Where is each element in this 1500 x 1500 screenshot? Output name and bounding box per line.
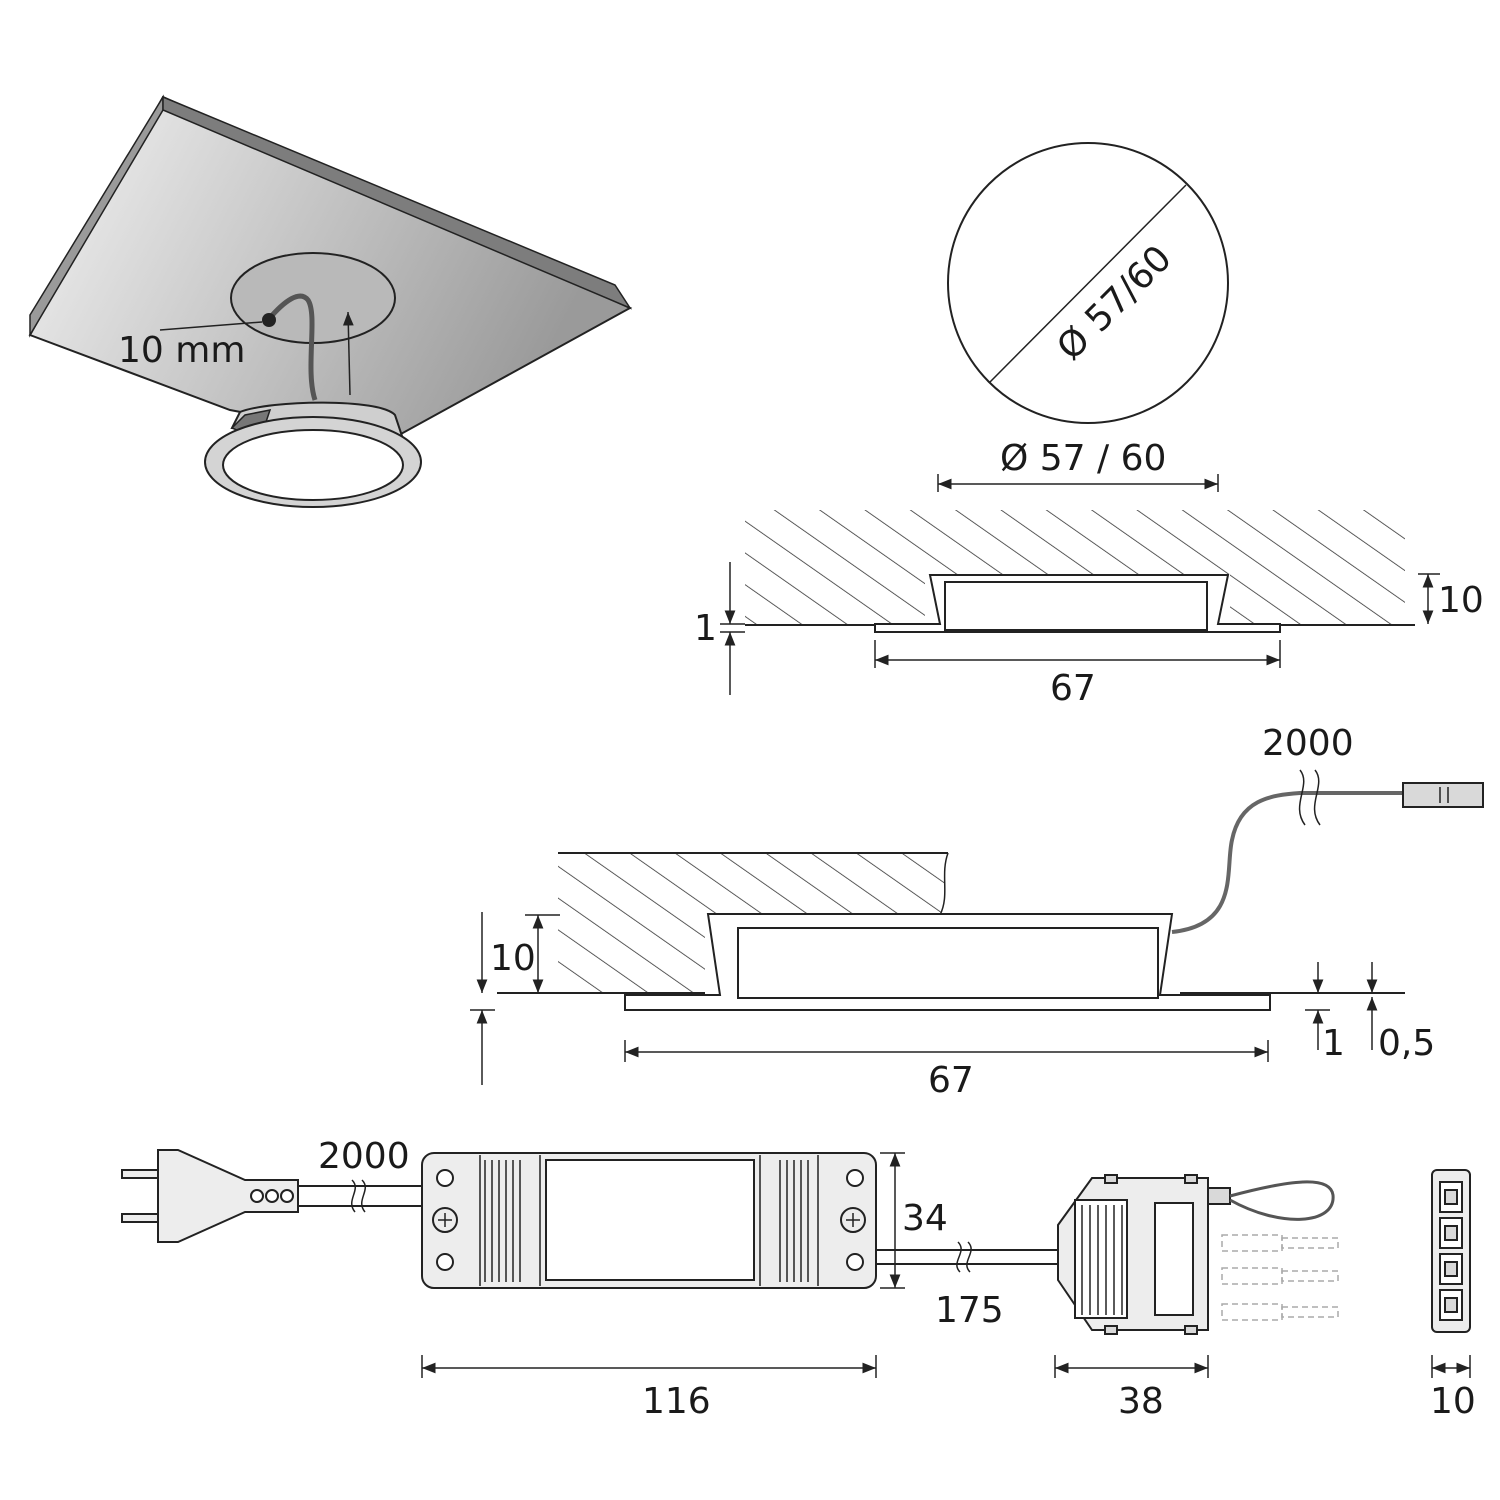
cable-length-light-label: 2000 (1262, 723, 1354, 764)
offset-section-label: 0,5 (1378, 1023, 1435, 1064)
panel-edge-top (162, 95, 632, 310)
width-top-label: 67 (1050, 668, 1096, 709)
width-section-label: 67 (928, 1060, 974, 1101)
mains-plug (121, 1149, 299, 1243)
section-top: Ø 57 / 60 10 1 67 (694, 438, 1484, 709)
output-cable-label: 175 (935, 1290, 1004, 1331)
connector-strip (1431, 1169, 1471, 1333)
flange-section-label: 1 (1322, 1023, 1345, 1064)
depth-top-label: 10 (1438, 580, 1484, 621)
driver-unit (421, 1152, 877, 1289)
driver-length-label: 116 (642, 1381, 711, 1422)
luminaire-lens-middle (737, 927, 1159, 999)
distributor-box (1057, 1174, 1231, 1335)
flange-top-label: 1 (694, 608, 717, 649)
material-hatch-middle (558, 853, 948, 993)
cable-gap-label: 10 mm (118, 330, 245, 371)
material-hatch-top (745, 510, 1405, 625)
connector-strip-label: 10 (1430, 1381, 1476, 1422)
optional-connectors (1221, 1234, 1339, 1321)
light-output-cable (1171, 791, 1405, 934)
loop-cable (1229, 1180, 1335, 1221)
light-cable (266, 293, 318, 401)
isometric-view: 10 mm (28, 94, 633, 508)
diameter-cutout-label: Ø 57 / 60 (1000, 438, 1166, 479)
driver-ribs-right (779, 1160, 809, 1282)
luminaire-lens (222, 429, 404, 501)
driver-height-label: 34 (902, 1198, 948, 1239)
driver-assembly: 2000 (121, 1136, 1476, 1422)
cable-hole (262, 313, 276, 327)
luminaire-lens-top (944, 581, 1208, 631)
driver-ribs-left (484, 1160, 521, 1282)
depth-section-label: 10 (490, 938, 536, 979)
cable-connector (1402, 782, 1484, 808)
diameter-view: Ø 57/60 (947, 142, 1229, 424)
cable-break (1298, 769, 1321, 826)
distributor-width-label: 38 (1118, 1381, 1164, 1422)
section-middle: 2000 10 1 0,5 67 (470, 723, 1484, 1101)
mains-cable-label: 2000 (318, 1136, 410, 1177)
